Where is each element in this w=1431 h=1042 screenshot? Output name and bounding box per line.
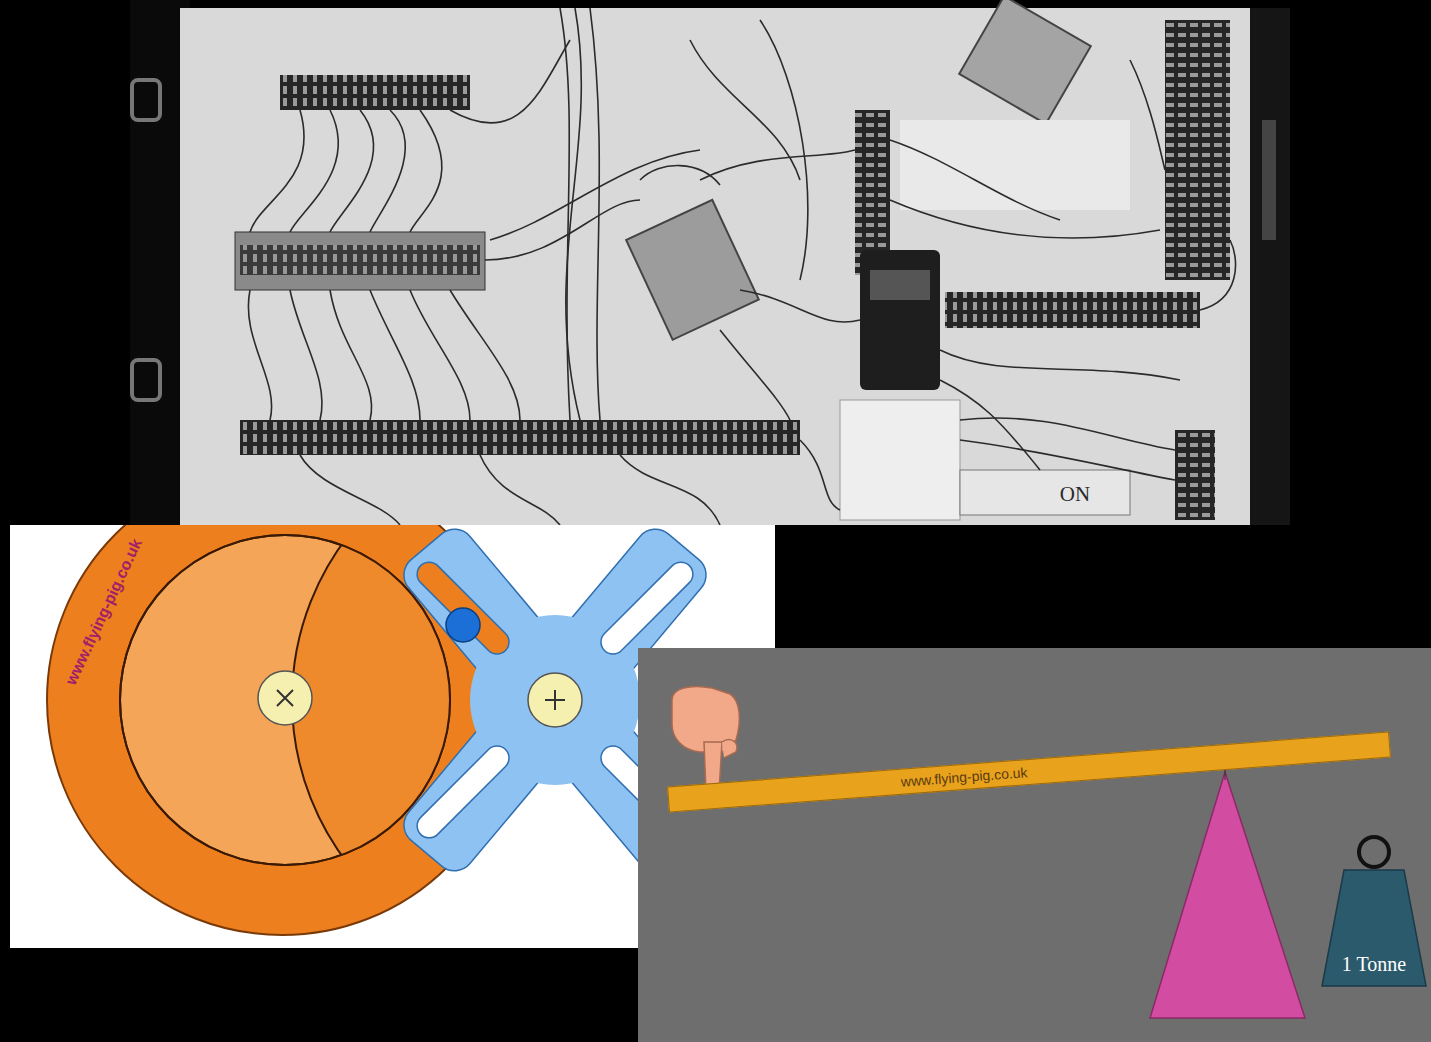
circuit-board-photo-part: [240, 420, 800, 455]
circuit-board-photo-part-part: [690, 40, 800, 180]
circuit-board-photo-part-part: [720, 330, 790, 420]
circuit-board-photo-part-part: [1200, 240, 1236, 310]
geneva-drive-part-part: [120, 535, 450, 865]
pointing-hand-part: [722, 740, 737, 758]
geneva-drive-part-part-part: [412, 741, 514, 843]
circuit-board-photo-part-part: [410, 110, 442, 232]
switch-label: ON: [1040, 482, 1110, 507]
circuit-board-photo-part: [180, 8, 1260, 525]
lever-scene-part: [1150, 772, 1305, 1018]
circuit-board-photo-part-part: [760, 20, 808, 280]
circuit-board-photo-part-part: [485, 200, 640, 260]
circuit-board-photo-part-part: [640, 166, 720, 185]
circuit-board-photo-part-part: [410, 290, 470, 420]
circuit-board-photo-part-part: [248, 290, 271, 420]
circuit-board-photo-part-part: [940, 380, 1040, 470]
circuit-board-photo-part-part: [590, 8, 600, 420]
circuit-board-photo-part-part: [740, 290, 860, 322]
lever-scene-part: [638, 648, 1431, 1042]
geneva-drive-part-part: [528, 673, 582, 727]
circuit-board-photo-part-part: [700, 150, 855, 180]
circuit-board-photo-part-part: [300, 455, 400, 525]
geneva-drive-part-part-part: [596, 557, 698, 659]
circuit-board-photo-part-part: [370, 290, 420, 420]
circuit-board-photo-part: [626, 200, 759, 340]
circuit-board-photo-part-part: [450, 40, 570, 123]
circuit-board-photo-part: [248, 8, 1235, 525]
geneva-drive-part-part-part: [412, 557, 514, 659]
circuit-board-photo-part: [840, 400, 960, 520]
circuit-board-photo-part-part: [250, 110, 304, 232]
circuit-board-photo-part: [1175, 430, 1215, 520]
weight-block: 1 Tonne: [1318, 832, 1430, 992]
circuit-board-photo-part-part: [450, 290, 520, 420]
circuit-board-photo-part-part: [890, 140, 1060, 220]
geneva-drive-part-part: [47, 525, 517, 935]
circuit-board-photo-part: [860, 250, 940, 390]
circuit-board-photo-part-part: [370, 110, 405, 232]
circuit-board-photo-part-part: [330, 110, 374, 232]
circuit-board-photo-part: [132, 360, 160, 400]
circuit-board-photo-part: [870, 270, 930, 300]
circuit-board-photo-part-part: [890, 200, 1160, 238]
circuit-board-photo-part: [235, 232, 485, 290]
circuit-board-photo-part-part: [330, 290, 372, 420]
circuit-board-photo-part: [240, 245, 480, 275]
circuit-board-photo-part: [132, 80, 160, 120]
circuit-board-photo-part-part: [800, 440, 840, 510]
circuit-board-photo-part-part: [960, 440, 1175, 480]
circuit-board-photo-part: [1250, 8, 1290, 525]
circuit-board-photo-part: [900, 120, 1130, 210]
geneva-drive-part-part: [446, 608, 480, 642]
lever-scene: [638, 648, 1431, 1042]
weight-ring: [1359, 837, 1389, 867]
geneva-drive-part-part: [277, 690, 293, 706]
circuit-board-photo-part-part: [566, 8, 581, 420]
circuit-board-photo-part: [945, 292, 1200, 328]
circuit-board-photo-part-part: [480, 455, 560, 525]
circuit-board-photo-part-part: [290, 290, 322, 420]
circuit-board-photo-part: [959, 0, 1091, 124]
bar-text: www.flying-pig.co.uk: [900, 764, 1028, 790]
pointing-hand: [672, 687, 739, 797]
circuit-board-photo-part: [960, 470, 1130, 515]
geneva-drive-part-part: [258, 671, 312, 725]
geneva-drive-part-part: [545, 690, 565, 710]
weight-label: 1 Tonne: [1318, 953, 1430, 976]
circuit-board-photo: [130, 0, 1290, 525]
circuit-board-photo-part: [280, 75, 470, 110]
circuit-board-photo-part-part: [290, 110, 338, 232]
circuit-board-photo-part-part: [490, 150, 700, 240]
circuit-board-photo-part-part: [1130, 60, 1165, 170]
circuit-board-photo-part: [1262, 120, 1276, 240]
circuit-board-photo-part: [1165, 20, 1230, 280]
circuit-board-photo-part-part: [620, 455, 720, 525]
circuit-board-photo-part-part: [940, 350, 1180, 380]
